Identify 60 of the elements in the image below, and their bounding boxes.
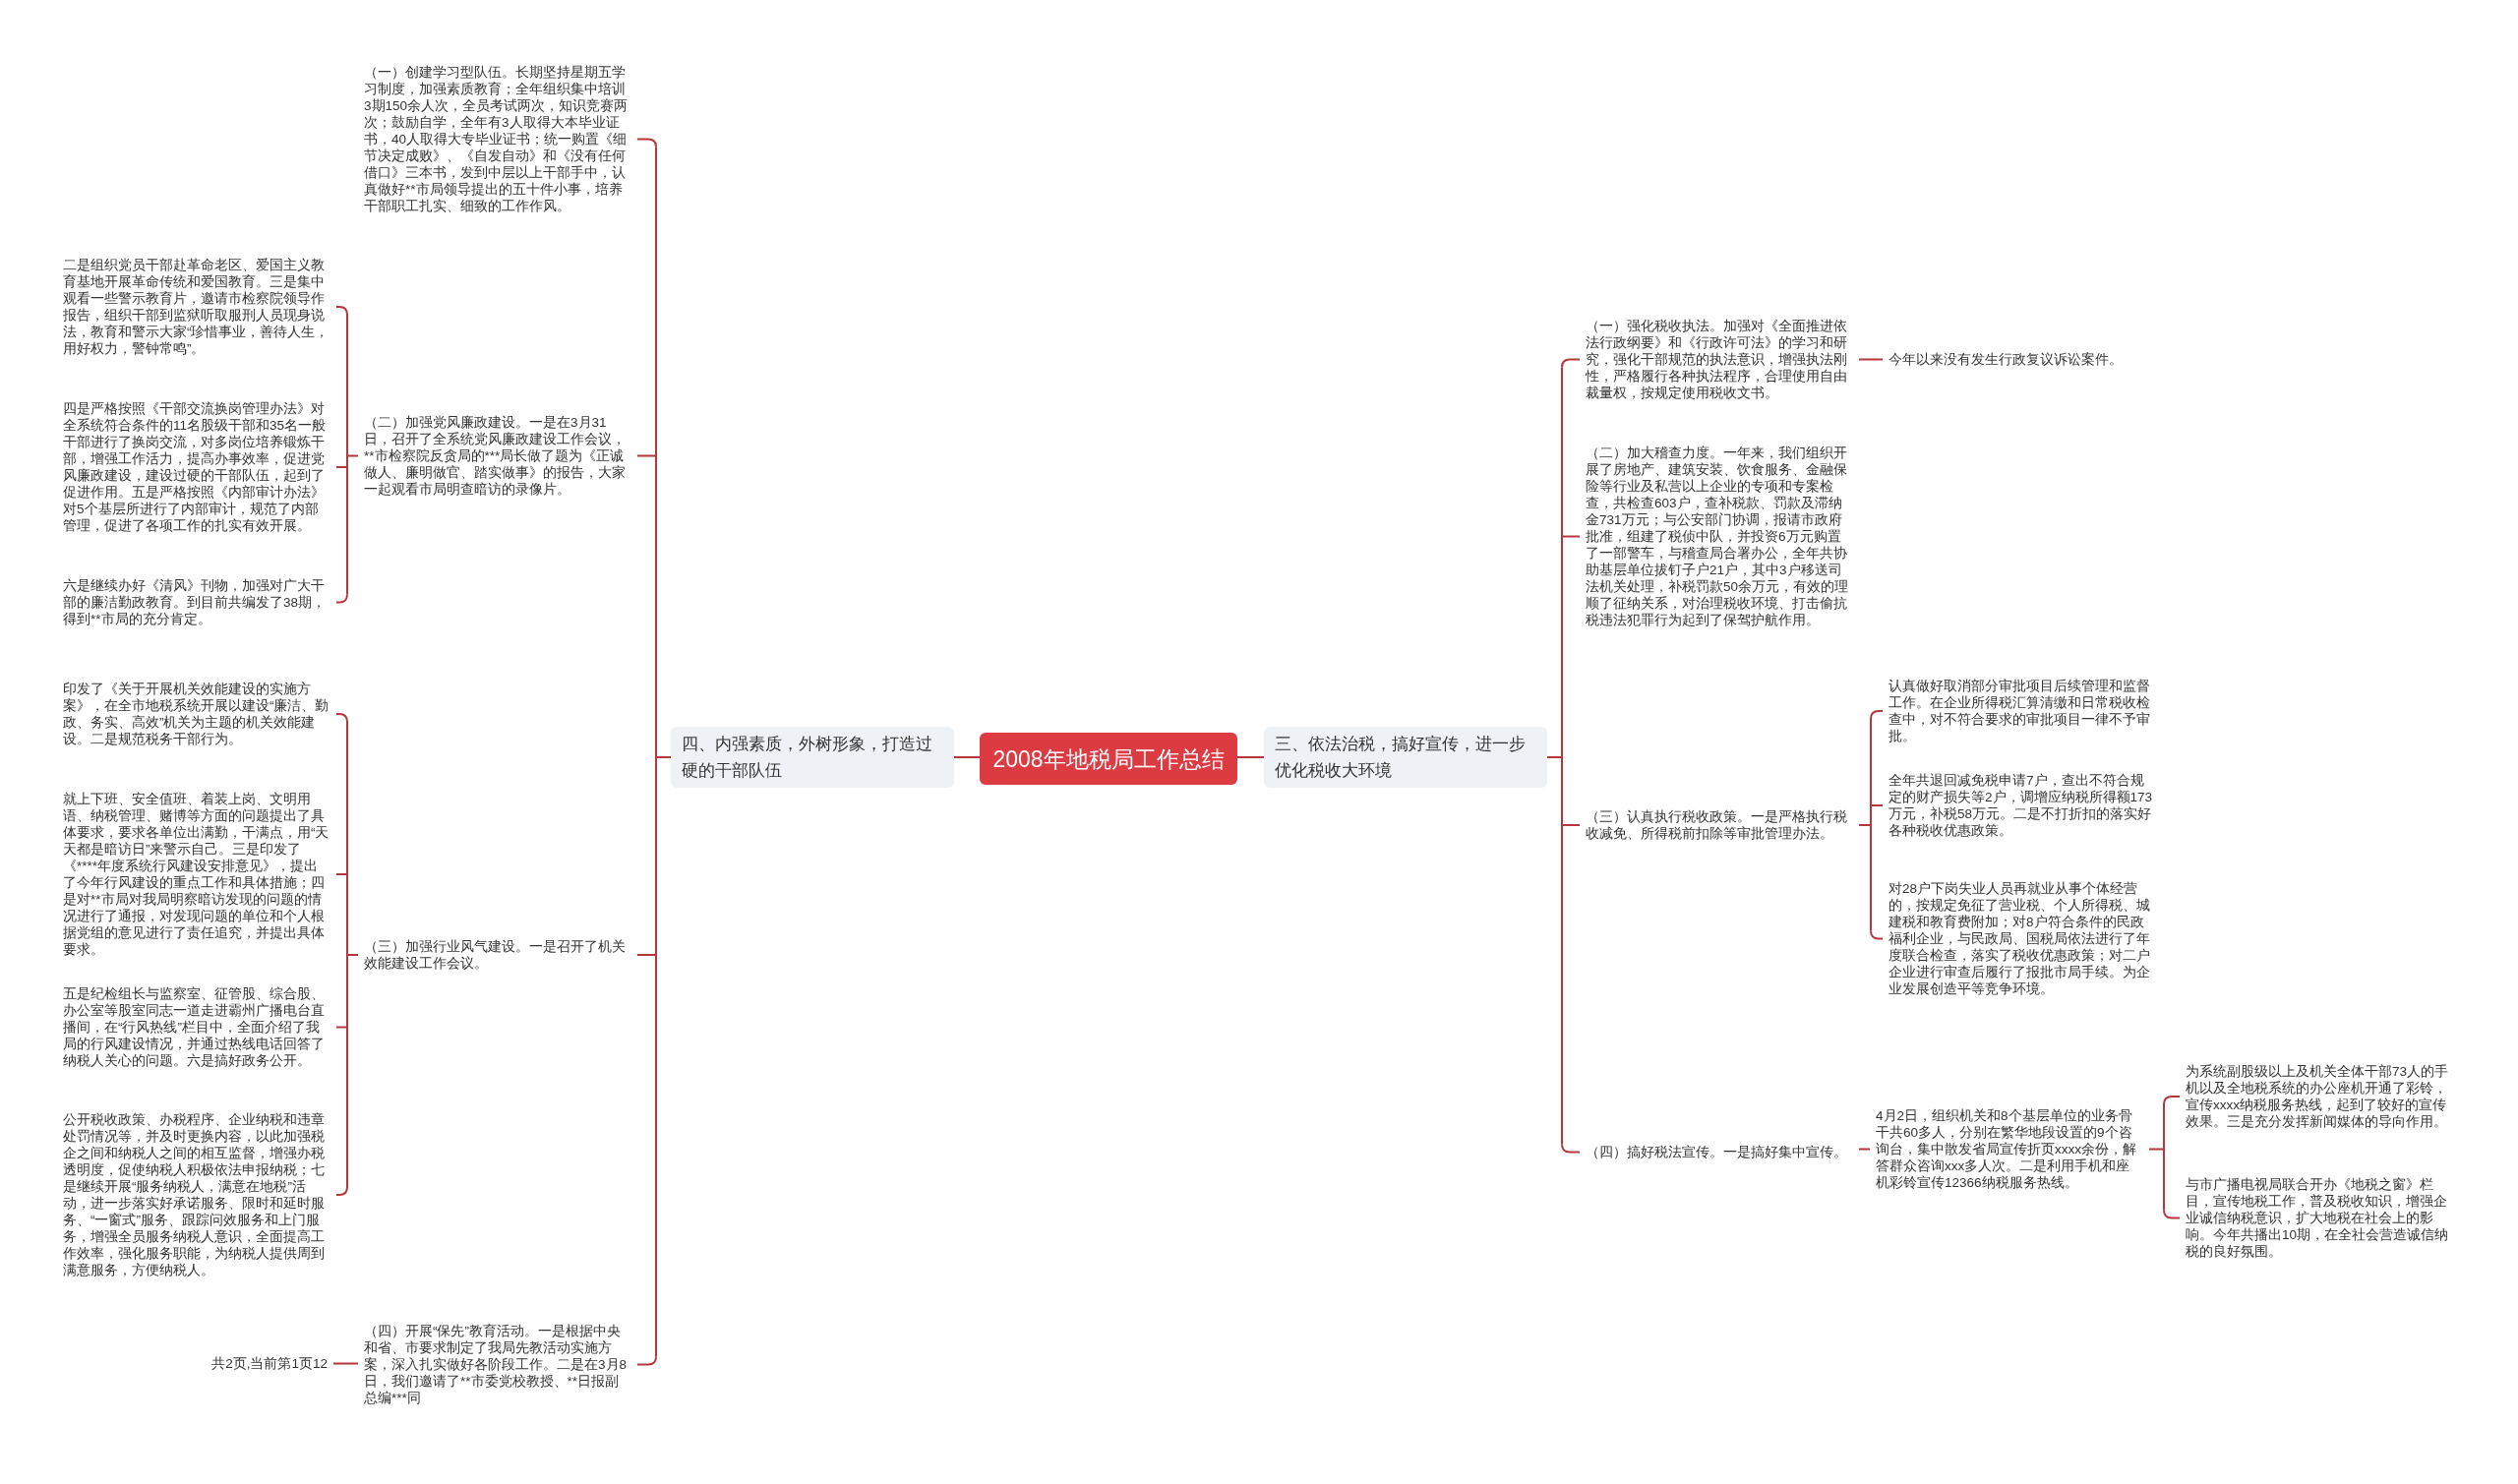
connector-line (1870, 710, 1884, 720)
topic-text: 四、内强素质，外树形象，打造过硬的干部队伍 (682, 734, 933, 782)
topic-text: （四）开展“保先”教育活动。一是根据中央和省、市要求制定了我局先教活动实施方案，深入扎实做好各阶段工作。二是在3月8日，我们邀请了**市委党校教授、**日报副总编***同 (358, 1323, 637, 1406)
topic-text: 五是纪检组长与监察室、征管股、综合股、办公室等股室同志一道走进霸州广播电台直播间，在“行风热线”栏目中，全面介绍了我局的行风建设情况，并通过热线电话回答了纳税人关心的问题。六是搞好政务公开。 (57, 985, 336, 1069)
connector-line (1561, 1143, 1581, 1154)
topic-text: 与市广播电视局联合开办《地税之窗》栏目，宣传地税工作，普及税收知识，增强企业诚信纳税意识，扩大地税在社会上的影响。今年共播出10期，在全社会营造诚信纳税的良好氛围。 (2180, 1176, 2459, 1260)
connector-line (335, 873, 348, 875)
connector-line (636, 138, 657, 148)
connector-line (1858, 1148, 1871, 1151)
main-topic (1264, 727, 1547, 788)
connector-line (1858, 358, 1884, 361)
topic-text: 四是严格按照《干部交流换岗管理办法》对全系统符合条件的11名股级干部和35名一般干部进行了换岗交流，对多岗位培养锻炼干部，增强工作活力，提高办事效率，促进党风廉政建设，建设过硬的干部队伍，起到了促进作用。五是严格按照《内部审计办法》对5个基层所进行了内部审计，规范了内部管理，促进了各项工作的扎实有效开展。 (57, 400, 336, 534)
connector-line (335, 713, 348, 723)
connector-line (2148, 1103, 2165, 1212)
connector-line (346, 314, 359, 596)
topic-text: 2008年地税局工作总结 (992, 744, 1225, 774)
connector-line (335, 1186, 348, 1196)
connector-line (655, 146, 672, 1358)
connector-line (1236, 756, 1265, 758)
connector-line (335, 593, 348, 604)
topic-text: 认真做好取消部分审批项目后续管理和监督工作。在企业所得税汇算清缴和日常税收检查中，对不符合要求的审批项目一律不予审批。 (1883, 678, 2162, 744)
topic-text: 就上下班、安全值班、着装上岗、文明用语、纳税管理、赌博等方面的问题提出了具体要求，要求各单位出满勤，干满点，用“天天都是暗访日”来警示自己。三是印发了《****年度系统行风建设安排意见》，提出了今年行风建设的重点工作和具体措施；四是对**市局对我局明察暗访发现的问题的情况进行了通报，对发现问题的单位和个人根据党组的意见进行了责任追究，并提出具体要求。 (57, 791, 336, 958)
topic-text: 二是组织党员干部赴革命老区、爱国主义教育基地开展革命传统和爱国教育。三是集中观看一些警示教育片，邀请市检察院领导作报告，组织干部到监狱听取服刑人员现身说法，教育和警示大家“珍惜事业，善待人生，用好权力，警钟常鸣”。 (57, 257, 336, 357)
topic-text: 对28户下岗失业人员再就业从事个体经营的，按规定免征了营业税、个人所得税、城建税和教育费附加；对8户符合条件的民政福利企业，与民政局、国税局依法进行了年度联合检查，落实了税收优惠政策；对二户企业进行审查后履行了报批市局手续。为企业发展创造平等竞争环境。 (1883, 880, 2162, 997)
connector-line (953, 756, 981, 758)
connector-line (1561, 358, 1581, 369)
connector-line (335, 1026, 348, 1029)
topic-text: （二）加强党风廉政建设。一是在3月31日，召开了全系统党风廉政建设工作会议，**市检察院反贪局的***局长做了题为《正诚做人、廉明做官、踏实做事》的报告，大家一起观看市局明查暗访的录像片。 (358, 414, 637, 498)
topic-text: 全年共退回减免税申请7户，查出不符合规定的财产损失等2户，调增应纳税所得额173万元，补税58万元。二是不打折扣的落实好各种税收优惠政策。 (1883, 772, 2162, 839)
connector-line (1546, 366, 1563, 1146)
main-topic (671, 727, 954, 788)
connector-line (335, 466, 348, 468)
connector-line (2163, 1096, 2181, 1105)
topic-text: 六是继续办好《清风》刊物，加强对广大干部的廉洁勤政教育。到目前共编发了38期，得到**市局的充分肯定。 (57, 577, 336, 627)
topic-text: 今年以来没有发生行政复议诉讼案件。 (1883, 351, 2128, 368)
connector-line (1561, 824, 1581, 826)
topic-text: 三、依法治税，搞好宣传，进一步优化税收大环境 (1275, 734, 1527, 782)
topic-text: 为系统副股级以上及机关全体干部73人的手机以及全地税系统的办公座机开通了彩铃，宣传xxxx纳税服务热线，起到了较好的宣传效果。三是充分发挥新闻媒体的导向作用。 (2180, 1063, 2459, 1130)
topic-text: （三）认真执行税收政策。一是严格执行税收减免、所得税前扣除等审批管理办法。 (1580, 808, 1859, 842)
topic-text: 印发了《关于开展机关效能建设的实施方案》，在全市地税系统开展以建设“廉洁、勤政、务实、高效”机关为主题的机关效能建设。二是规范税务干部行为。 (57, 681, 336, 747)
connector-line (335, 306, 348, 316)
topic-text: （一）强化税收执法。加强对《全面推进依法行政纲要》和《行政许可法》的学习和研究，强化干部规范的执法意识，增强执法刚性，严格履行各种执法程序，合理使用自由裁量权，按规定使用税收文书。 (1580, 318, 1859, 401)
topic-text: （二）加大稽查力度。一年来，我们组织开展了房地产、建筑安装、饮食服务、金融保险等行业及私营以上企业的专项和专案检查，共检查603户，查补税款、罚款及滞纳金731万元；与公安部门协调，报请市政府批准，组建了税侦中队，并投资6万元购置了一部警车，与稽查局合署办公，全年共协助基层单位拔钉子户21户，其中3户移送司法机关处理，补税罚款50余万元，有效的理顺了征纳关系，对治理税收环境、打击偷抗税违法犯罪行为起到了保驾护航作用。 (1580, 445, 1859, 628)
topic-text: 共2页,当前第1页12 (206, 1355, 333, 1372)
topic-text: 公开税收政策、办税程序、企业纳税和违章处罚情况等，并及时更换内容，以此加强税企之间和纳税人之间的相互监督，增强办税透明度，促使纳税人积极依法申报纳税；七是继续开展“服务纳税人，满意在地税”活动，进一步落实好承诺服务、限时和延时服务、“一窗式”服务、跟踪问效服务和上门服务，增强全员服务纳税人意识，全面提高工作效率，强化服务职能，为纳税人提供周到满意服务，方便纳税人。 (57, 1111, 336, 1278)
topic-text: （三）加强行业风气建设。一是召开了机关效能建设工作会议。 (358, 938, 637, 972)
connector-line (636, 954, 657, 956)
connector-line (636, 454, 657, 457)
connector-line (636, 1355, 657, 1366)
topic-text: 4月2日，组织机关和8个基层单位的业务骨干共60多人，分别在繁华地段设置的9个咨询台，集中散发省局宣传折页xxxx余份，解答群众咨询xxx多人次。二是利用手机和座机彩铃宣传12366纳税服务热线。 (1870, 1107, 2149, 1191)
central-topic (980, 733, 1237, 785)
connector-line (332, 1362, 359, 1365)
connector-line (1870, 804, 1884, 806)
topic-text: （一）创建学习型队伍。长期坚持星期五学习制度，加强素质教育；全年组织集中培训3期150余人次，全员考试两次，知识竞赛两次；鼓励自学，全年有3人取得大本毕业证书，40人取得大专毕业证书；统一购置《细节决定成败》、《自发自动》和《没有任何借口》三本书，发到中层以上干部手中，认真做好**市局领导提出的五十件小事，培养干部职工扎实、细致的工作作风。 (358, 64, 637, 214)
connector-line (1870, 929, 1884, 940)
connector-line (1858, 718, 1872, 932)
topic-text: （四）搞好税法宣传。一是搞好集中宣传。 (1580, 1144, 1859, 1160)
connector-line (2163, 1209, 2181, 1219)
connector-line (1561, 535, 1581, 538)
connector-line (346, 721, 359, 1188)
